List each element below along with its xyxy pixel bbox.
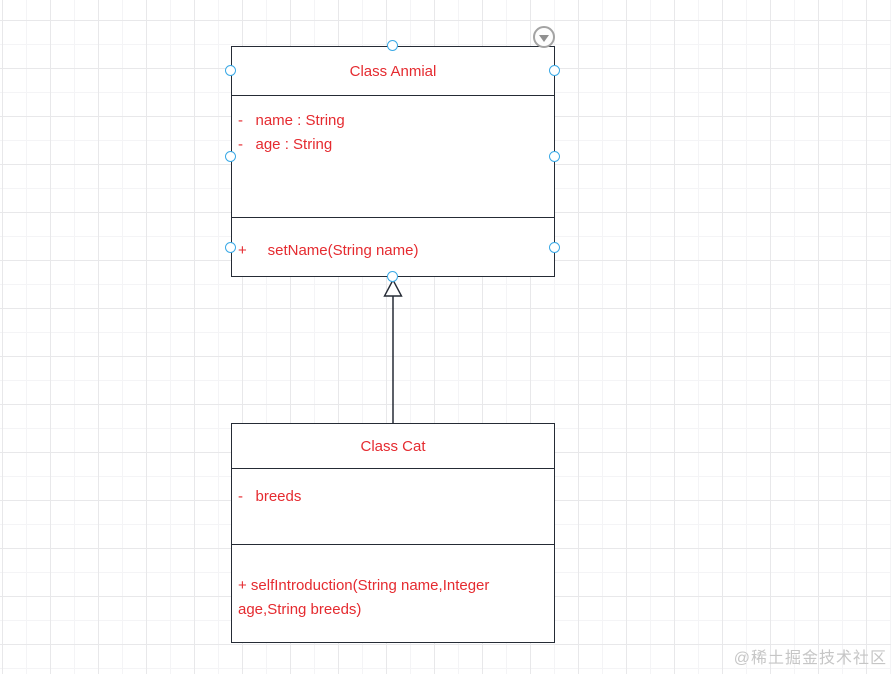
selection-handle-middle-right[interactable] — [549, 151, 560, 162]
selection-handle-top-center[interactable] — [387, 40, 398, 51]
class-anmial-title[interactable]: Class Anmial — [232, 47, 554, 96]
collapse-shape-button[interactable] — [533, 26, 555, 48]
watermark: @稀土掘金技术社区 — [733, 650, 887, 667]
attribute-row: - breeds — [238, 488, 302, 505]
inheritance-triangle-icon — [383, 278, 403, 297]
chevron-down-icon — [539, 34, 549, 42]
selection-handle-title-left[interactable] — [225, 65, 236, 76]
class-anmial-attributes-section[interactable]: - name : String - age : String — [232, 96, 554, 217]
class-cat-title[interactable]: Class Cat — [232, 424, 554, 469]
class-anmial-methods-section[interactable]: + setName(String name) — [232, 217, 554, 277]
uml-class-anmial[interactable]: Class Anmial - name : String - age : Str… — [231, 46, 555, 277]
selection-handle-middle-left[interactable] — [225, 151, 236, 162]
method-row: + setName(String name) — [238, 242, 419, 259]
class-cat-attributes-section[interactable]: - breeds — [232, 469, 554, 544]
selection-handle-methods-left[interactable] — [225, 242, 236, 253]
method-row: + selfIntroduction(String name,Integer a… — [238, 577, 494, 618]
attribute-row: - name : String — [238, 112, 345, 129]
selection-handle-methods-right[interactable] — [549, 242, 560, 253]
uml-class-cat[interactable]: Class Cat - breeds + selfIntroduction(St… — [231, 423, 555, 643]
selection-handle-title-right[interactable] — [549, 65, 560, 76]
class-cat-methods-section[interactable]: + selfIntroduction(String name,Integer a… — [232, 544, 554, 643]
selection-handle-bottom-center[interactable] — [387, 271, 398, 282]
attribute-row: - age : String — [238, 136, 333, 153]
